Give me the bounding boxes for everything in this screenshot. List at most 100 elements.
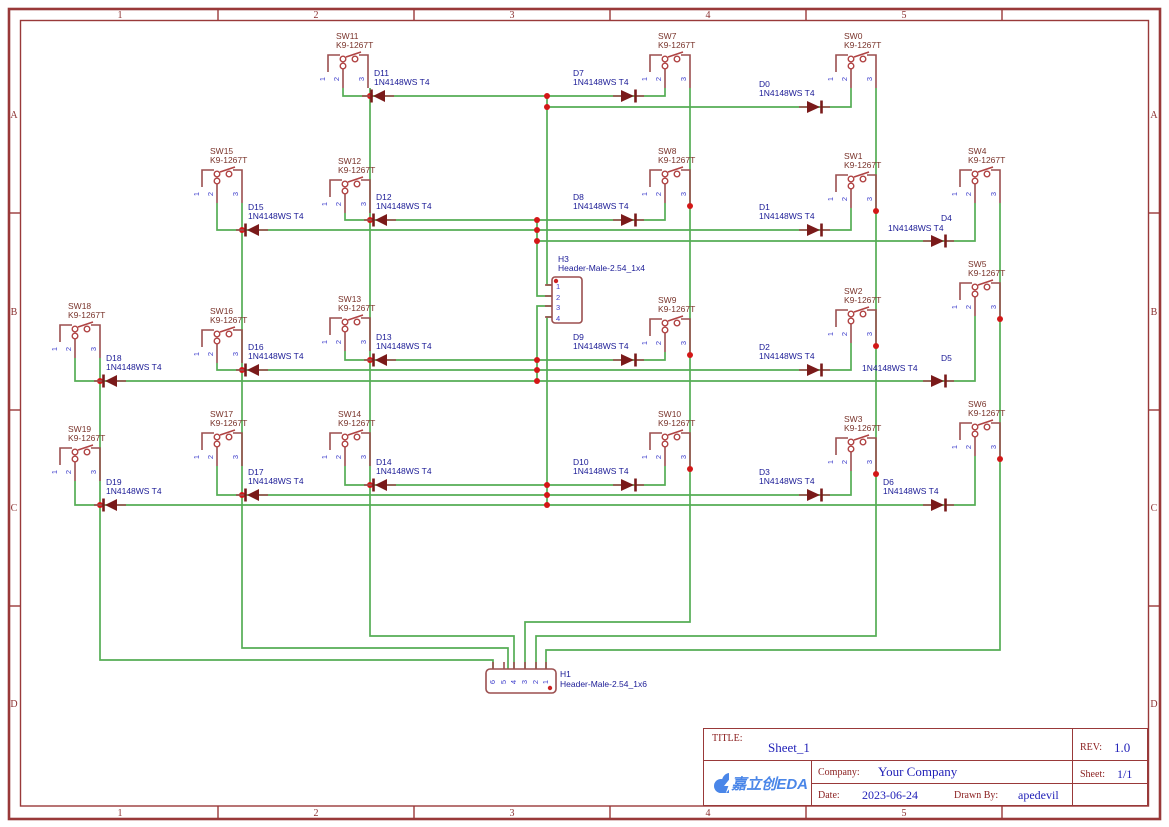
junction-dot[interactable] (544, 482, 550, 488)
part-value[interactable]: K9-1267T (658, 304, 695, 314)
junction-dot[interactable] (544, 492, 550, 498)
part-value[interactable]: K9-1267T (210, 155, 247, 165)
junction-dot[interactable] (544, 104, 550, 110)
company-value[interactable]: Your Company (878, 764, 958, 779)
ref-des[interactable]: SW7 (658, 31, 677, 41)
part-value[interactable]: 1N4148WS T4 (376, 466, 432, 476)
sheet-value[interactable]: 1/1 (1117, 767, 1133, 781)
part-value[interactable]: K9-1267T (968, 155, 1005, 165)
part-value[interactable]: K9-1267T (658, 418, 695, 428)
ref-des[interactable]: D15 (248, 202, 264, 212)
part-value[interactable]: K9-1267T (338, 418, 375, 428)
part-value[interactable]: 1N4148WS T4 (376, 341, 432, 351)
part-value[interactable]: 1N4148WS T4 (888, 223, 944, 233)
ref-des[interactable]: H3 (558, 254, 569, 264)
wire-row3b[interactable] (216, 343, 852, 371)
part-value[interactable]: K9-1267T (338, 165, 375, 175)
part-value[interactable]: 1N4148WS T4 (374, 77, 430, 87)
ref-des[interactable]: D6 (883, 477, 894, 487)
junction-dot[interactable] (534, 238, 540, 244)
part-value[interactable]: K9-1267T (338, 303, 375, 313)
junction-dot[interactable] (997, 456, 1003, 462)
part-value[interactable]: 1N4148WS T4 (759, 211, 815, 221)
part-value[interactable]: 1N4148WS T4 (759, 476, 815, 486)
part-value[interactable]: 1N4148WS T4 (883, 486, 939, 496)
ref-des[interactable]: D18 (106, 353, 122, 363)
wire-row3c[interactable] (74, 316, 976, 382)
part-value[interactable]: Header-Male-2.54_1x6 (560, 679, 647, 689)
part-value[interactable]: K9-1267T (844, 40, 881, 50)
ref-des[interactable]: SW4 (968, 146, 987, 156)
part-value[interactable]: 1N4148WS T4 (376, 201, 432, 211)
wire-col1[interactable] (99, 358, 494, 669)
junction-dot[interactable] (544, 93, 550, 99)
part-value[interactable]: 1N4148WS T4 (106, 362, 162, 372)
part-value[interactable]: 1N4148WS T4 (862, 363, 918, 373)
part-value[interactable]: K9-1267T (844, 423, 881, 433)
junction-dot[interactable] (687, 203, 693, 209)
part-value[interactable]: 1N4148WS T4 (248, 476, 304, 486)
ref-des[interactable]: SW3 (844, 414, 863, 424)
wire-row2a[interactable] (344, 203, 666, 221)
junction-dot[interactable] (544, 502, 550, 508)
part-value[interactable]: K9-1267T (210, 315, 247, 325)
drawn-by-value[interactable]: apedevil (1018, 788, 1059, 802)
ref-des[interactable]: D4 (941, 213, 952, 223)
date-value[interactable]: 2023-06-24 (862, 788, 918, 802)
ref-des[interactable]: D7 (573, 68, 584, 78)
junction-dot[interactable] (873, 343, 879, 349)
junction-dot[interactable] (997, 316, 1003, 322)
junction-dot[interactable] (873, 471, 879, 477)
ref-des[interactable]: SW12 (338, 156, 361, 166)
ref-des[interactable]: D8 (573, 192, 584, 202)
ref-des[interactable]: D2 (759, 342, 770, 352)
part-value[interactable]: K9-1267T (658, 40, 695, 50)
ref-des[interactable]: SW17 (210, 409, 233, 419)
part-value[interactable]: K9-1267T (68, 310, 105, 320)
junction-dot[interactable] (687, 352, 693, 358)
wire-row4c[interactable] (74, 456, 976, 506)
ref-des[interactable]: SW11 (336, 31, 359, 41)
junction-dot[interactable] (534, 217, 540, 223)
ref-des[interactable]: SW8 (658, 146, 677, 156)
ref-des[interactable]: SW10 (658, 409, 681, 419)
wire-row1b[interactable] (547, 88, 852, 108)
ref-des[interactable]: D12 (376, 192, 392, 202)
ref-des[interactable]: H1 (560, 669, 571, 679)
ref-des[interactable]: SW1 (844, 151, 863, 161)
part-value[interactable]: 1N4148WS T4 (248, 351, 304, 361)
ref-des[interactable]: D14 (376, 457, 392, 467)
ref-des[interactable]: SW5 (968, 259, 987, 269)
part-value[interactable]: Header-Male-2.54_1x4 (558, 263, 645, 273)
junction-dot[interactable] (687, 466, 693, 472)
junction-dot[interactable] (534, 357, 540, 363)
junction-dot[interactable] (534, 367, 540, 373)
wire-row4a[interactable] (344, 466, 666, 486)
ref-des[interactable]: D9 (573, 332, 584, 342)
wire-row2c[interactable] (537, 203, 976, 242)
ref-des[interactable]: SW15 (210, 146, 233, 156)
wire-h3-pin4[interactable] (546, 316, 552, 505)
ref-des[interactable]: SW9 (658, 295, 677, 305)
part-value[interactable]: K9-1267T (210, 418, 247, 428)
